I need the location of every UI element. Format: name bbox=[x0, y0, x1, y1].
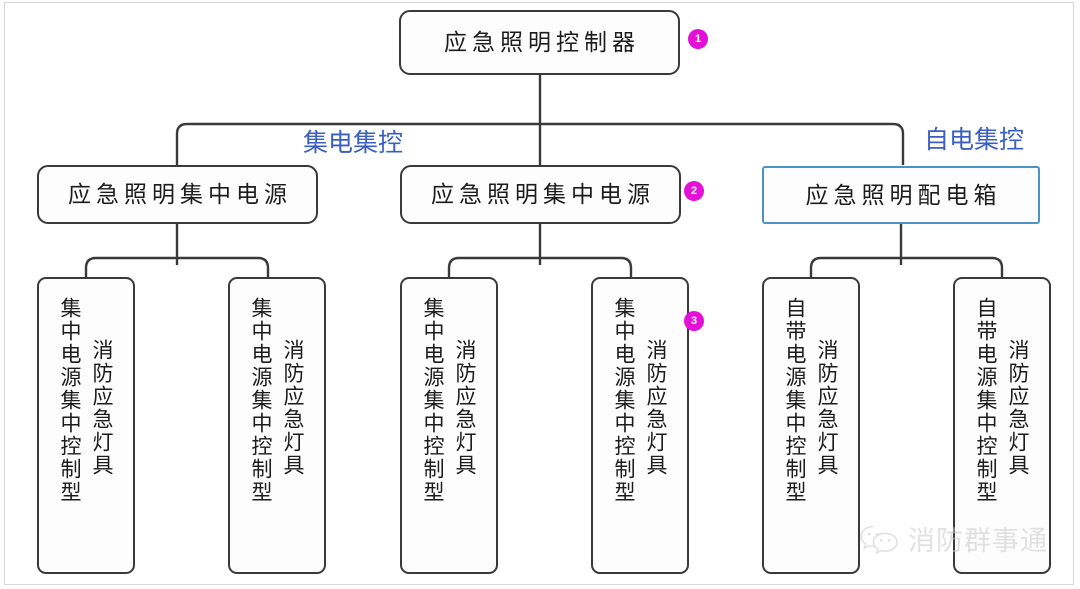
branch-label-centralized: 集电集控 bbox=[297, 131, 410, 156]
node-emergency-distribution-box[interactable]: 应急照明配电箱 bbox=[762, 166, 1040, 224]
leaf-label-power-type: 集中电源集中控制型 bbox=[58, 297, 82, 504]
leaf-node-luminaire-3[interactable]: 集中电源集中控制型 消防应急灯具 bbox=[400, 277, 498, 574]
node-label: 应急照明配电箱 bbox=[805, 182, 1002, 208]
wire-distribution-fork bbox=[809, 256, 1004, 277]
leaf-label-power-type: 自带电源集中控制型 bbox=[974, 297, 998, 504]
leaf-label-luminaire: 消防应急灯具 bbox=[281, 339, 305, 477]
callout-badge-3: 3 bbox=[684, 311, 704, 331]
wire-power-mid-fork bbox=[447, 256, 633, 277]
leaf-node-luminaire-5[interactable]: 自带电源集中控制型 消防应急灯具 bbox=[762, 277, 860, 574]
node-central-power-left[interactable]: 应急照明集中电源 bbox=[37, 165, 318, 224]
callout-badge-2: 2 bbox=[684, 181, 704, 201]
node-central-power-mid[interactable]: 应急照明集中电源 bbox=[400, 165, 681, 224]
node-label: 应急照明集中电源 bbox=[68, 182, 292, 207]
leaf-label-power-type: 集中电源集中控制型 bbox=[612, 297, 636, 504]
leaf-label-luminaire: 消防应急灯具 bbox=[644, 339, 668, 477]
leaf-label-power-type: 自带电源集中控制型 bbox=[783, 297, 807, 504]
callout-badge-1: 1 bbox=[688, 29, 708, 49]
leaf-label-luminaire: 消防应急灯具 bbox=[815, 339, 839, 477]
leaf-node-luminaire-4[interactable]: 集中电源集中控制型 消防应急灯具 bbox=[591, 277, 689, 574]
leaf-label-power-type: 集中电源集中控制型 bbox=[421, 297, 445, 504]
leaf-node-luminaire-2[interactable]: 集中电源集中控制型 消防应急灯具 bbox=[228, 277, 326, 574]
branch-label-self-powered: 自电集控 bbox=[918, 128, 1031, 153]
leaf-label-power-type: 集中电源集中控制型 bbox=[249, 297, 273, 504]
wire-power-left-fork bbox=[84, 256, 270, 277]
leaf-label-luminaire: 消防应急灯具 bbox=[1006, 339, 1030, 477]
leaf-label-luminaire: 消防应急灯具 bbox=[453, 339, 477, 477]
node-label: 应急照明控制器 bbox=[444, 30, 640, 55]
node-emergency-lighting-controller[interactable]: 应急照明控制器 bbox=[399, 10, 680, 75]
leaf-node-luminaire-1[interactable]: 集中电源集中控制型 消防应急灯具 bbox=[37, 277, 135, 574]
leaf-node-luminaire-6[interactable]: 自带电源集中控制型 消防应急灯具 bbox=[953, 277, 1051, 574]
leaf-label-luminaire: 消防应急灯具 bbox=[90, 339, 114, 477]
node-label: 应急照明集中电源 bbox=[431, 182, 655, 207]
